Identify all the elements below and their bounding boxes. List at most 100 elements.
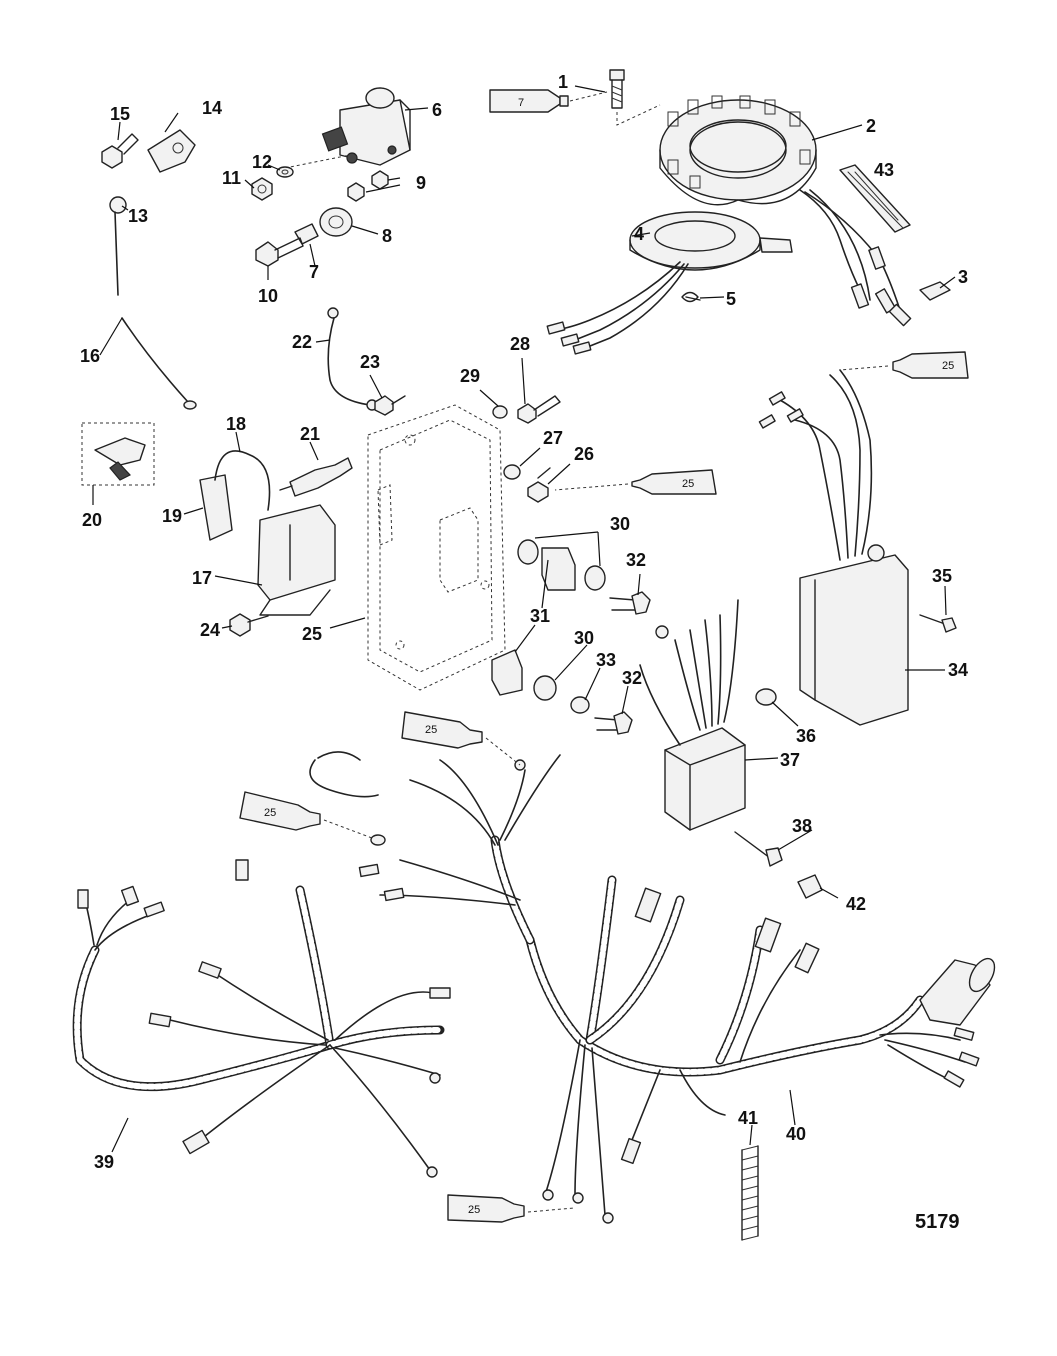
callout-21: 21 [300,424,320,444]
callout-32b: 32 [622,668,642,688]
bolt-24 [229,613,269,637]
cable-13-16 [109,196,197,410]
harness-39 [72,859,451,1178]
bolt-15 [101,133,139,169]
callout-35: 35 [932,566,952,586]
callout-42: 42 [846,894,866,914]
callout-23: 23 [360,352,380,372]
callout-5: 5 [726,289,736,309]
screws-32 [594,591,651,735]
nut-11 [251,177,273,201]
tube-label: 7 [518,97,524,109]
stator [659,95,912,327]
lead-18 [214,450,271,511]
callout-11: 11 [222,168,241,188]
washer-27 [503,464,521,480]
callout-12: 12 [252,152,272,172]
connector-20 [81,422,155,486]
tube-label: 25 [425,724,437,736]
callout-34: 34 [948,660,968,680]
trigger [546,211,793,355]
callout-41: 41 [738,1108,758,1128]
callout-6: 6 [432,100,442,120]
callout-31: 31 [530,606,550,626]
tube-label: 25 [682,478,694,490]
tube-25-c: 25 [401,711,521,766]
callout-14: 14 [202,98,222,118]
tube-label: 25 [264,807,276,819]
callout-10: 10 [258,286,278,306]
washer-12 [276,166,294,178]
bolt-38 [734,831,783,867]
callout-20: 20 [82,510,102,530]
callout-36: 36 [796,726,816,746]
bracket-14 [147,129,196,173]
callout-13: 13 [128,206,148,226]
clamp-5 [681,291,701,303]
coil-17 [257,504,336,616]
harness-40 [358,754,996,1224]
connector-42 [797,874,823,899]
bolt-23 [374,395,406,416]
grommets-30-31 [491,539,606,714]
callout-28: 28 [510,334,530,354]
callout-40: 40 [786,1124,806,1144]
spark-plug-21 [279,457,353,497]
module-34 [758,369,909,726]
callout-30: 30 [610,514,630,534]
callout-17: 17 [192,568,212,588]
tube-25-e: 25 [447,1194,575,1223]
grommet-8 [319,207,353,237]
callout-27: 27 [543,428,563,448]
figure-number: 5179 [915,1211,960,1233]
bolt-26 [527,467,551,503]
callout-18: 18 [226,414,246,434]
tube-label: 25 [942,360,954,372]
solenoid [284,87,411,169]
callout-39: 39 [94,1152,114,1172]
callout-22: 22 [292,332,312,352]
callout-9: 9 [416,173,426,193]
callout-2: 2 [866,116,876,136]
callout-24: 24 [200,620,220,640]
tube-7-top: 7 [489,89,608,113]
callout-16: 16 [80,346,100,366]
clip-36 [755,688,777,706]
tube-25-b: 25 [554,469,717,495]
tube-label: 25 [468,1204,480,1216]
nuts-9 [347,170,389,202]
washer-29 [492,405,508,419]
callout-29: 29 [460,366,480,386]
tube-25-a: 25 [839,351,969,379]
spring-41 [741,1145,759,1241]
callout-3: 3 [958,267,968,287]
callout-38: 38 [792,816,812,836]
callout-32: 32 [626,550,646,570]
callout-7: 7 [309,262,319,282]
boot-19 [199,474,233,541]
callout-37: 37 [780,750,800,770]
bolt-28 [517,395,561,424]
spacer-7 [294,223,319,245]
callout-1: 1 [558,72,568,92]
rectifier-37 [639,599,746,831]
callout-30b: 30 [574,628,594,648]
callout-8: 8 [382,226,392,246]
plate-25 [367,404,506,691]
callout-15: 15 [110,104,130,124]
screw-35 [919,614,957,633]
sleeve-43 [839,164,911,233]
callout-numbers: 1 2 3 4 5 6 7 8 9 10 11 12 13 14 15 16 1… [80,72,968,1172]
tube-25-d: 25 [239,791,386,846]
loop-wire [309,751,379,798]
callout-4: 4 [634,224,644,244]
callout-19: 19 [162,506,182,526]
callout-33: 33 [596,650,616,670]
callout-25: 25 [302,624,322,644]
bolt-10 [255,237,304,267]
leader-lines [92,85,956,1153]
callout-26: 26 [574,444,594,464]
screw-1 [609,69,661,126]
